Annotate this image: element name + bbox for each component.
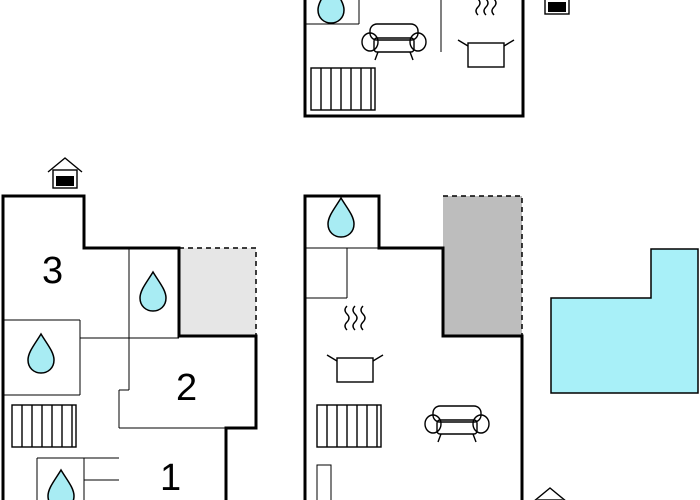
water-drop-icon bbox=[27, 333, 55, 374]
terrace-left bbox=[179, 247, 257, 336]
cooking-pot-icon bbox=[457, 0, 515, 68]
room-number-3: 3 bbox=[42, 250, 63, 292]
water-drop-icon bbox=[317, 0, 345, 24]
house-entrance-icon bbox=[47, 157, 83, 189]
water-drop-icon bbox=[327, 197, 355, 238]
bedroom-block-walls bbox=[1, 194, 258, 500]
sofa-icon bbox=[424, 405, 490, 443]
house-entrance-icon bbox=[532, 487, 568, 500]
sofa-icon bbox=[361, 23, 427, 61]
radiator-icon bbox=[316, 404, 382, 448]
water-drop-icon bbox=[139, 271, 167, 312]
living-block-walls bbox=[303, 194, 524, 500]
room-number-2: 2 bbox=[176, 367, 197, 409]
water-drop-icon bbox=[47, 469, 75, 500]
upper-floor-block bbox=[303, 0, 525, 118]
terrace-middle bbox=[443, 195, 523, 336]
cooking-pot-icon bbox=[326, 305, 384, 383]
house-entrance-icon bbox=[539, 0, 575, 15]
radiator-icon bbox=[310, 67, 376, 111]
radiator-icon bbox=[11, 404, 77, 448]
pool-shape bbox=[550, 248, 699, 394]
room-number-1: 1 bbox=[160, 457, 181, 499]
